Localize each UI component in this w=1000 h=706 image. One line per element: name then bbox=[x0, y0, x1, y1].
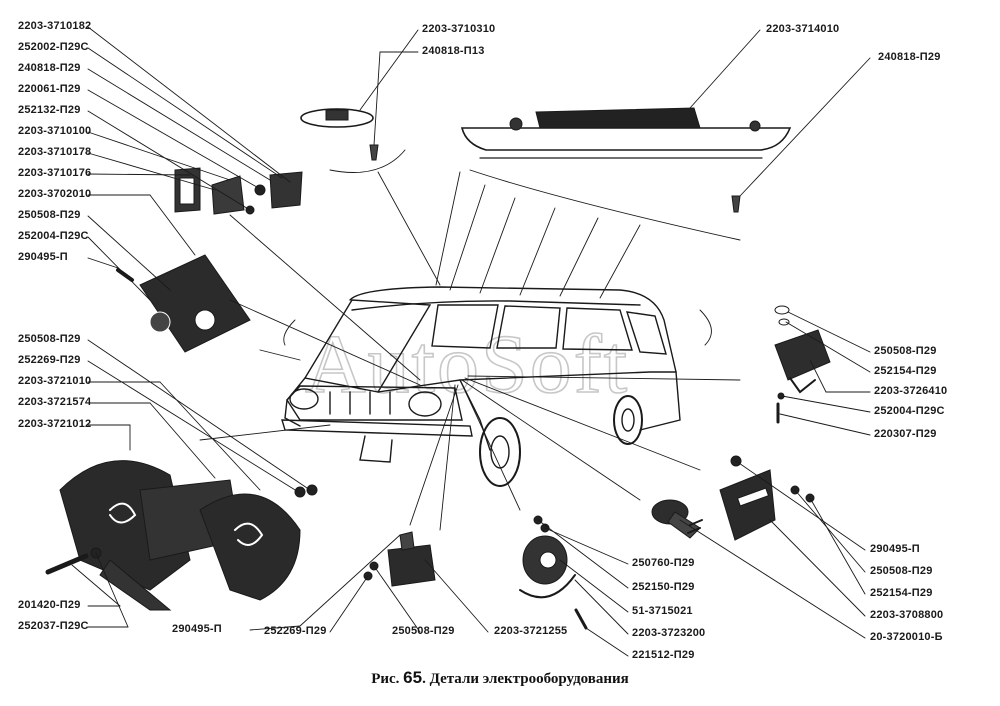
right-relay-part bbox=[774, 305, 831, 424]
part-number-label: 252269-П29 bbox=[18, 354, 81, 366]
clamp-relay-part bbox=[519, 515, 588, 630]
part-number-label: 240818-П13 bbox=[422, 45, 485, 57]
part-number-label: 2203-3710100 bbox=[18, 125, 92, 137]
part-number-label: 2203-3721012 bbox=[18, 418, 92, 430]
part-number-label: 2203-3710178 bbox=[18, 146, 92, 158]
caption-number: 65 bbox=[403, 668, 423, 687]
part-number-label: 252037-П29С bbox=[18, 620, 89, 632]
part-number-label: 252002-П29С bbox=[18, 41, 89, 53]
part-number-label: 252269-П29 bbox=[264, 625, 327, 637]
relay-box-part bbox=[116, 254, 251, 353]
van-illustration bbox=[281, 286, 681, 487]
part-number-label: 2203-3721574 bbox=[18, 396, 92, 408]
part-number-label: 252004-П29С bbox=[18, 230, 89, 242]
part-number-label: 2203-3723200 bbox=[632, 627, 706, 639]
part-number-label: 2203-3708800 bbox=[870, 609, 944, 621]
part-number-label: 250508-П29 bbox=[18, 333, 81, 345]
part-number-label: 201420-П29 bbox=[18, 599, 81, 611]
part-number-label: 2203-3710176 bbox=[18, 167, 92, 179]
part-number-label: 2203-3710182 bbox=[18, 20, 92, 32]
horn-part bbox=[45, 460, 318, 611]
part-number-label: 240818-П29 bbox=[878, 51, 941, 63]
part-number-label: 252004-П29С bbox=[874, 405, 945, 417]
leader-lines bbox=[71, 26, 871, 657]
part-number-label: 20-3720010-Б bbox=[870, 631, 943, 643]
part-number-label: 240818-П29 bbox=[18, 62, 81, 74]
bottom-relay-part bbox=[363, 531, 436, 587]
part-number-label: 252154-П29 bbox=[870, 587, 933, 599]
part-number-label: 252154-П29 bbox=[874, 365, 937, 377]
part-number-label: 252132-П29 bbox=[18, 104, 81, 116]
figure-caption: Рис. 65. Детали электрооборудования bbox=[0, 668, 1000, 688]
part-number-label: 250508-П29 bbox=[18, 209, 81, 221]
part-number-label: 2203-3714010 bbox=[766, 23, 840, 35]
part-number-label: 2203-3710310 bbox=[422, 23, 496, 35]
pressure-switch-part bbox=[651, 499, 703, 539]
part-number-label: 220061-П29 bbox=[18, 83, 81, 95]
roof-lamp-part bbox=[460, 107, 792, 213]
part-number-label: 290495-П bbox=[18, 251, 68, 263]
part-number-label: 250760-П29 bbox=[632, 557, 695, 569]
part-number-label: 250508-П29 bbox=[392, 625, 455, 637]
part-number-label: 2203-3702010 bbox=[18, 188, 92, 200]
part-number-label: 2203-3726410 bbox=[874, 385, 948, 397]
part-number-label: 290495-П bbox=[870, 543, 920, 555]
part-number-label: 290495-П bbox=[172, 623, 222, 635]
part-number-label: 250508-П29 bbox=[874, 345, 937, 357]
switch-block-part bbox=[174, 167, 303, 215]
part-number-label: 2203-3721255 bbox=[494, 625, 568, 637]
ceiling-lamp-part bbox=[300, 108, 379, 161]
regulator-part bbox=[719, 455, 815, 541]
part-number-label: 250508-П29 bbox=[870, 565, 933, 577]
watermark-text: AutoSoft bbox=[305, 318, 629, 411]
part-number-label: 221512-П29 bbox=[632, 649, 695, 661]
caption-title: . Детали электрооборудования bbox=[422, 671, 629, 687]
part-number-label: 2203-3721010 bbox=[18, 375, 92, 387]
part-number-label: 51-3715021 bbox=[632, 605, 693, 617]
part-number-label: 252150-П29 bbox=[632, 581, 695, 593]
part-number-label: 220307-П29 bbox=[874, 428, 937, 440]
caption-prefix: Рис. bbox=[371, 671, 400, 687]
